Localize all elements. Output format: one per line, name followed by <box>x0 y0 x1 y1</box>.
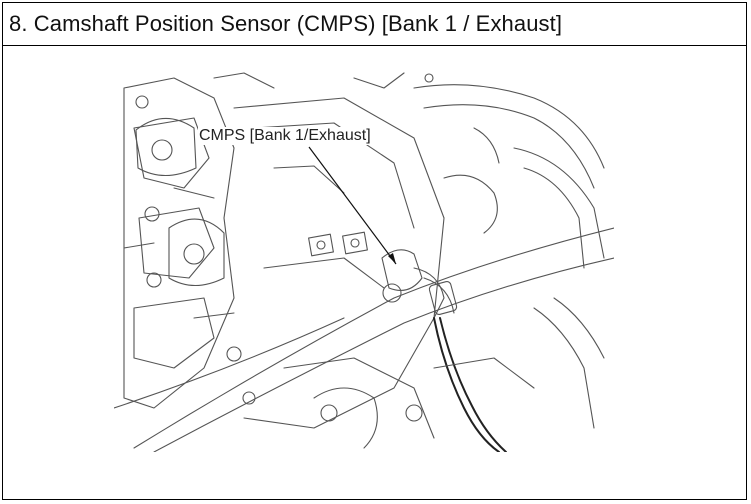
title-row: 8. Camshaft Position Sensor (CMPS) [Bank… <box>3 3 746 46</box>
step-title: 8. Camshaft Position Sensor (CMPS) [Bank… <box>9 11 563 36</box>
engine-illustration <box>114 68 614 452</box>
cmps-callout-label: CMPS [Bank 1/Exhaust] <box>198 127 372 145</box>
